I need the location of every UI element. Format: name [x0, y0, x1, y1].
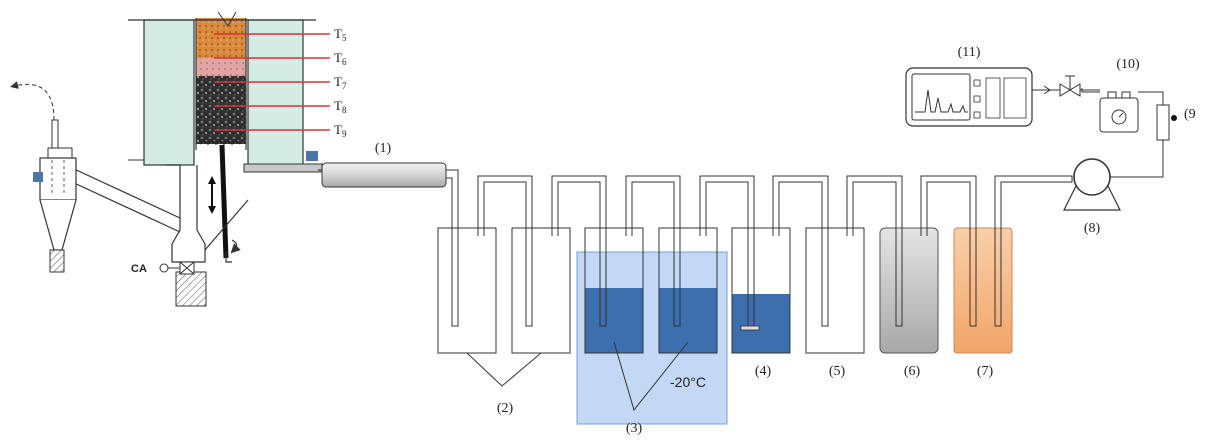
- thermocouple-t6-label: T6: [334, 50, 347, 67]
- label-impinger-2: (2): [497, 401, 514, 416]
- label-impinger-7: (7): [977, 364, 994, 379]
- gas-chromatograph: (11): [905, 45, 1033, 127]
- bottle-3b: [658, 227, 718, 354]
- bed-layer-orange: [196, 18, 246, 58]
- bottle-4: [731, 227, 791, 354]
- cyclone-duct: [71, 167, 181, 233]
- distributor-plate: [199, 138, 241, 146]
- label-impinger-4: (4): [755, 364, 772, 379]
- frit: [740, 325, 760, 331]
- bed-layer-pink: [196, 58, 246, 76]
- base-platform: [243, 163, 323, 173]
- reactor-right-chamber: [247, 19, 304, 166]
- gas-valve[interactable]: [1032, 75, 1100, 97]
- thermocouples: T5 T6 T7 T8 T9: [214, 26, 347, 139]
- bottle-2b: [511, 227, 571, 354]
- bottle-2a: [437, 227, 497, 354]
- label-gc-11: (11): [958, 45, 981, 60]
- bottle-3a: [584, 227, 644, 354]
- bracket-2: [466, 352, 542, 387]
- thermocouple-t9-label: T9: [334, 122, 347, 139]
- flow-meter: (9: [1138, 91, 1196, 141]
- reactor: CA: [71, 11, 323, 307]
- bed-layer-dark: [196, 76, 246, 144]
- collection-vessel: [175, 271, 207, 307]
- bottle-3b-liquid: [659, 288, 717, 353]
- ca-label: CA: [131, 263, 147, 275]
- bottle-6: [879, 227, 939, 354]
- label-pump-8: (8): [1084, 221, 1101, 236]
- bottle-7: [953, 227, 1013, 354]
- cyclone: [10, 81, 77, 273]
- reactor-left-chamber: [143, 19, 195, 166]
- ice-bath-temperature: -20°C: [670, 374, 706, 390]
- thermocouple-t5-label: T5: [334, 26, 347, 43]
- exhaust-arrow: [10, 81, 55, 121]
- cyclone-blue-inlet: [33, 172, 43, 182]
- vacuum-pump: (8): [1063, 140, 1164, 236]
- impinger-train: (2) (3) (4) (5) (6) (7): [437, 169, 1073, 436]
- label-impinger-5: (5): [829, 364, 846, 379]
- bracket-3: [613, 341, 689, 412]
- label-meter-9: (9: [1184, 107, 1196, 122]
- label-impinger-3: (3): [626, 421, 643, 436]
- blue-connector: [306, 151, 318, 161]
- label-condenser-1: (1): [375, 141, 392, 156]
- bottle-5: [805, 227, 865, 354]
- bottle-4-liquid: [732, 294, 790, 353]
- chromatogram-trace: [915, 89, 968, 113]
- label-impinger-6: (6): [904, 364, 921, 379]
- thermocouple-t7-label: T7: [334, 74, 347, 91]
- condenser-1: (1): [318, 141, 447, 188]
- label-sampler-10: (10): [1116, 57, 1140, 72]
- gas-sampler: (10): [1081, 57, 1140, 133]
- thermocouple-t8-label: T8: [334, 98, 347, 115]
